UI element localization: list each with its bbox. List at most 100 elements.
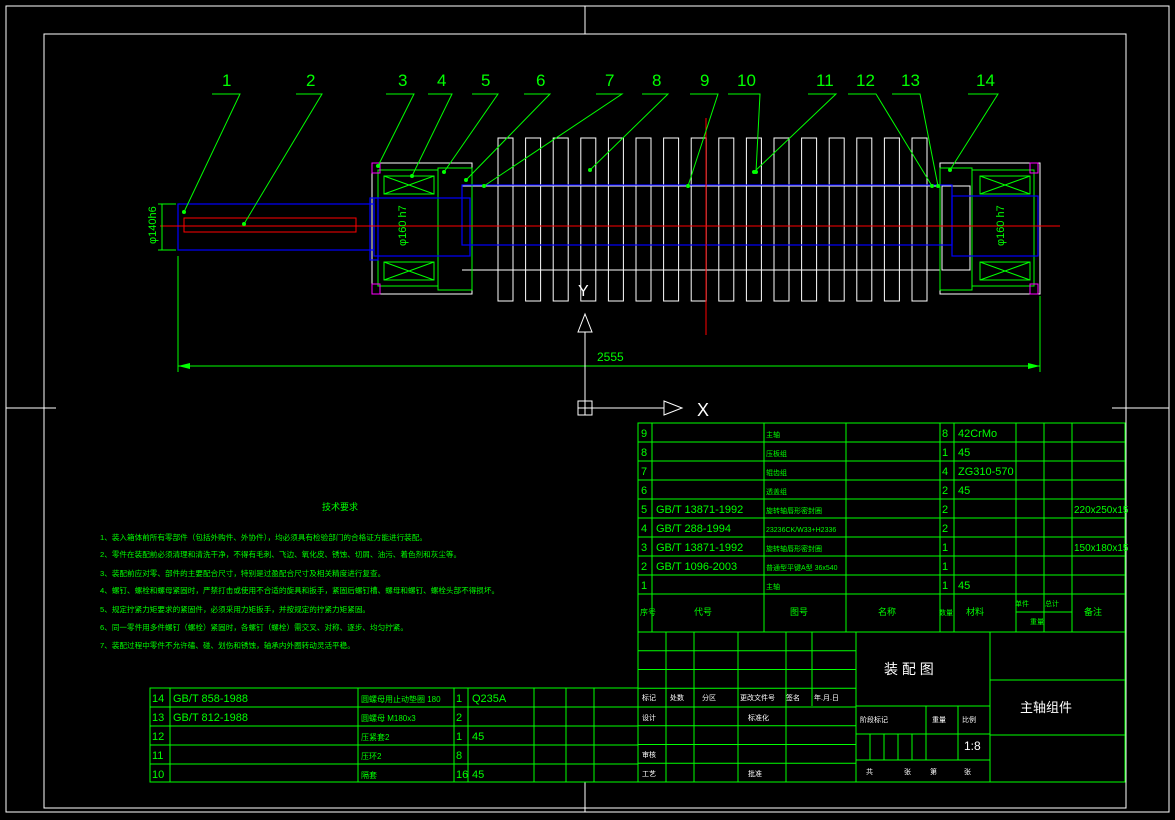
bom-header-single: 单件 bbox=[1015, 599, 1029, 608]
bom-cell-remark: 220x250x15 bbox=[1074, 505, 1129, 516]
bom-cell-no: 2 bbox=[641, 561, 647, 573]
bom-cell-qty: 1 bbox=[942, 542, 948, 554]
bom-cell-code: GB/T 1096-2003 bbox=[656, 561, 737, 573]
tb-label-stage: 阶段标记 bbox=[860, 715, 888, 724]
bom-cell-material: 42CrMo bbox=[958, 428, 997, 440]
bom-cell-name: 23236CK/W33+H2336 bbox=[766, 527, 836, 534]
roll-tooth bbox=[883, 137, 900, 302]
bom-cell-no: 6 bbox=[641, 485, 647, 497]
bom-cell-qty: 1 bbox=[942, 561, 948, 573]
dim-shaft-end: φ140h6 bbox=[147, 206, 159, 244]
bom-cell-name: 圆螺母 M180x3 bbox=[361, 713, 416, 723]
bom-header-qty: 数量 bbox=[939, 608, 953, 617]
balloon-4: 4 bbox=[437, 71, 446, 90]
tb-label-approve: 批准 bbox=[748, 769, 762, 778]
bom-header-code: 代号 bbox=[694, 607, 712, 617]
tb-label-count: 处数 bbox=[670, 693, 684, 702]
bom-cell-name: 压环2 bbox=[361, 752, 382, 761]
tb-label-date: 年.月.日 bbox=[814, 693, 839, 702]
bom-cell-code: GB/T 288-1994 bbox=[656, 523, 731, 535]
dim-overall-length: 2555 bbox=[597, 350, 624, 364]
tb-label-sheet-total: 共 bbox=[866, 767, 873, 776]
balloon-14: 14 bbox=[976, 71, 995, 90]
bom-cell-material: 45 bbox=[958, 447, 970, 459]
leader-dot bbox=[482, 184, 486, 188]
bom-header-no: 序号 bbox=[640, 607, 656, 617]
roll-tooth bbox=[552, 137, 569, 302]
bom-cell-remark: 150x180x15 bbox=[1074, 543, 1129, 554]
notes-title: 技术要求 bbox=[322, 501, 358, 512]
roll-tooth bbox=[580, 137, 597, 302]
leader-line bbox=[949, 93, 999, 171]
balloon-1: 1 bbox=[222, 71, 231, 90]
bom-cell-code: GB/T 13871-1992 bbox=[656, 542, 743, 554]
leader-dot bbox=[936, 184, 940, 188]
leader-dot bbox=[948, 168, 952, 172]
leader-line bbox=[687, 93, 719, 187]
tb-label-sign: 签名 bbox=[786, 693, 800, 702]
bom-cell-name: 普通型平键A型 36x540 bbox=[766, 563, 838, 572]
bom-cell-material: 45 bbox=[472, 731, 484, 743]
roll-tooth bbox=[690, 137, 707, 302]
roll-tooth bbox=[801, 137, 818, 302]
leader-line bbox=[183, 93, 241, 213]
roll-tooth bbox=[773, 137, 790, 302]
balloon-13: 13 bbox=[901, 71, 920, 90]
bom-cell-code: GB/T 812-1988 bbox=[173, 712, 248, 724]
roll-tooth bbox=[663, 137, 680, 302]
roll-tooth bbox=[911, 137, 928, 302]
roll-teeth bbox=[462, 137, 940, 302]
roll-tooth bbox=[856, 137, 873, 302]
leader-dot bbox=[182, 210, 186, 214]
roll-tooth bbox=[745, 137, 762, 302]
roll-tooth bbox=[828, 137, 845, 302]
bom-cell-qty: 1 bbox=[456, 731, 462, 743]
balloon-5: 5 bbox=[481, 71, 490, 90]
tb-label-scale: 比例 bbox=[962, 715, 976, 724]
scale-value: 1:8 bbox=[964, 739, 981, 753]
note-1: 1、装入箱体前所有零部件（包括外购件、外协件），均必须具有检验部门的合格证方能进… bbox=[100, 532, 427, 542]
dim-bearing-right: φ160 h7 bbox=[995, 205, 1007, 246]
bom-cell-qty: 2 bbox=[456, 712, 462, 724]
bom-cell-no: 9 bbox=[641, 428, 647, 440]
bom-cell-name: 压紧套2 bbox=[361, 732, 390, 742]
bom-cell-no: 5 bbox=[641, 504, 647, 516]
bom-cell-material: 45 bbox=[958, 485, 970, 497]
leader-dot bbox=[588, 168, 592, 172]
axis-y-label: Y bbox=[578, 283, 589, 300]
balloon-7: 7 bbox=[605, 71, 614, 90]
leader-line bbox=[411, 93, 453, 177]
dimensions: φ140h6 φ160 h7 φ160 h7 2555 bbox=[147, 203, 1041, 372]
sheet-frame bbox=[5, 5, 1170, 813]
note-5: 5、规定拧紧力矩要求的紧固件，必须采用力矩扳手，并按规定的拧紧力矩紧固。 bbox=[100, 604, 370, 614]
technical-notes: 技术要求 1、装入箱体前所有零部件（包括外购件、外协件），均必须具有检验部门的合… bbox=[100, 501, 499, 650]
tb-label-check: 审核 bbox=[642, 750, 656, 759]
balloon-9: 9 bbox=[700, 71, 709, 90]
tb-label-change-doc: 更改文件号 bbox=[740, 693, 775, 702]
bom-cell-name: 旋转轴唇形密封圈 bbox=[766, 506, 822, 515]
note-4: 4、螺钉、螺栓和螺母紧固时，严禁打击或使用不合适的旋具和扳手，紧固后螺钉槽、螺母… bbox=[100, 585, 499, 595]
tb-label-sheet: 张 bbox=[904, 767, 911, 776]
balloon-11: 11 bbox=[816, 71, 834, 90]
drawing-type: 装 配 图 bbox=[884, 661, 934, 677]
leader-dot bbox=[242, 222, 246, 226]
balloon-8: 8 bbox=[652, 71, 661, 90]
bom-cell-qty: 1 bbox=[456, 693, 462, 705]
bom-cell-no: 10 bbox=[152, 769, 164, 781]
main-shaft bbox=[160, 118, 1060, 335]
leader-dot bbox=[410, 174, 414, 178]
leader-dot bbox=[464, 178, 468, 182]
leader-dot bbox=[752, 170, 756, 174]
bom-cell-code: GB/T 858-1988 bbox=[173, 693, 248, 705]
bom-cell-material: ZG310-570 bbox=[958, 466, 1014, 478]
leader-line bbox=[753, 93, 838, 173]
balloon-numbers: 1 2 3 4 5 6 7 8 9 10 11 12 13 14 bbox=[222, 71, 995, 90]
leader-line bbox=[465, 93, 552, 181]
balloon-2: 2 bbox=[306, 71, 315, 90]
bom-cell-qty: 4 bbox=[942, 466, 948, 478]
bom-header-total: 总计 bbox=[1045, 599, 1059, 608]
bom-cell-material: 45 bbox=[472, 769, 484, 781]
bom-header-drawing: 图号 bbox=[790, 607, 808, 617]
leader-dot bbox=[686, 184, 690, 188]
